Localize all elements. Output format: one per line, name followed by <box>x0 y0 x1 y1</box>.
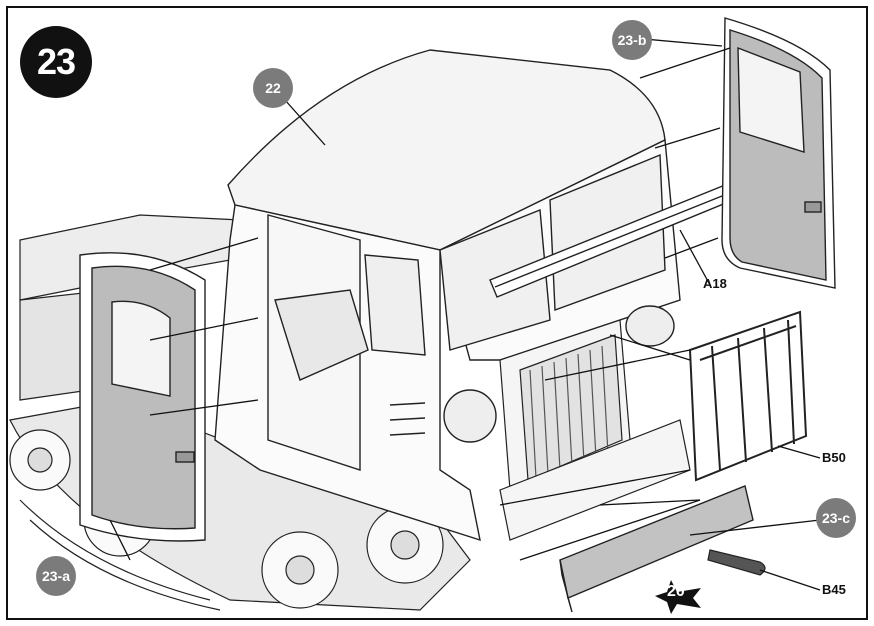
door-23a <box>79 252 206 542</box>
radiator-grille <box>499 319 691 541</box>
part-label-b50: B50 <box>822 450 846 465</box>
star-arrow-icon <box>655 580 701 614</box>
cab-body <box>214 49 681 542</box>
step-number-badge: 23 <box>20 26 92 98</box>
reference-step-marker: 20 <box>653 574 705 614</box>
door-23b <box>721 17 836 289</box>
part-label-b45: B45 <box>822 582 846 597</box>
part-b45-bolt <box>707 549 766 576</box>
callout-23-a: 23-a <box>36 556 76 596</box>
leader-lines <box>109 37 821 591</box>
part-label-a18: A18 <box>703 276 727 291</box>
reference-step-number: 20 <box>667 583 685 600</box>
callout-23-c: 23-c <box>816 498 856 538</box>
callout-23-b: 23-b <box>612 20 652 60</box>
callout-22: 22 <box>253 68 293 108</box>
part-b50-guard <box>688 310 808 482</box>
part-23c-plate <box>559 485 754 613</box>
